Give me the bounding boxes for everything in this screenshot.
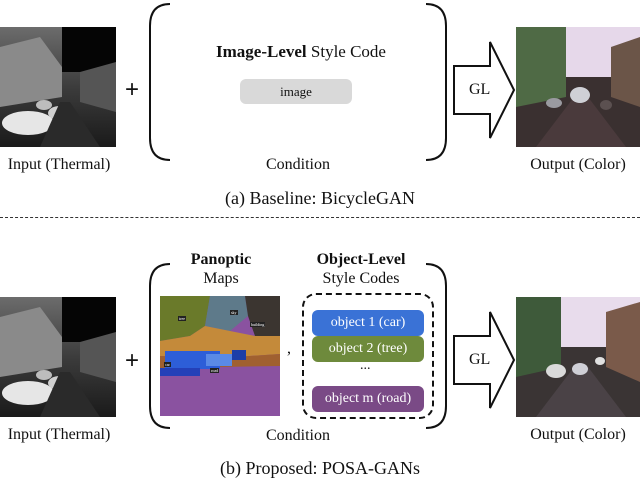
thermal-input-image [0, 27, 116, 147]
object-2-chip: object 2 (tree) [312, 336, 424, 362]
plus-sign-bottom: + [125, 347, 140, 374]
condition-label-top: Condition [265, 156, 330, 173]
style-title-rest: Style Code [306, 42, 386, 61]
object-style-title: Object-Level Style Codes [300, 250, 422, 288]
gl-arrow-top [453, 41, 516, 139]
output-label-bottom: Output (Color) [530, 426, 626, 443]
input-label-top: Input (Thermal) [7, 156, 111, 173]
style-code-title-top: Image-Level Style Code [196, 42, 406, 62]
comma: , [287, 340, 291, 357]
input-label-bottom: Input (Thermal) [7, 426, 111, 443]
panoptic-sub: Maps [203, 270, 239, 287]
thermal-input-image-bottom [0, 297, 116, 417]
divider [0, 217, 640, 218]
style-title-bold: Image-Level [216, 42, 307, 61]
plus-sign-top: + [125, 76, 140, 103]
object-bold: Object-Level [316, 251, 406, 268]
image-style-chip: image [240, 79, 352, 104]
gl-label-bottom: GL [469, 351, 491, 368]
color-output-image-bottom [516, 297, 640, 417]
output-label-top: Output (Color) [530, 156, 626, 173]
caption-top: (a) Baseline: BicycleGAN [225, 188, 415, 208]
panoptic-map: tree sky building car road [160, 296, 280, 416]
condition-label-bottom: Condition [265, 427, 330, 444]
condition-bracket-bottom [149, 263, 447, 429]
condition-bracket-top [149, 3, 447, 161]
object-1-chip: object 1 (car) [312, 310, 424, 336]
caption-bottom: (b) Proposed: POSA-GANs [219, 458, 420, 478]
panoptic-title: Panoptic Maps [166, 250, 276, 288]
panoptic-bold: Panoptic [190, 251, 252, 268]
gl-label-top: GL [469, 81, 491, 98]
object-m-chip: object m (road) [312, 386, 424, 412]
object-sub: Style Codes [322, 270, 400, 287]
ellipsis: ... [360, 358, 371, 373]
color-output-image-top [516, 27, 640, 147]
object-codes-box [302, 293, 434, 419]
gl-arrow-bottom [453, 311, 516, 409]
